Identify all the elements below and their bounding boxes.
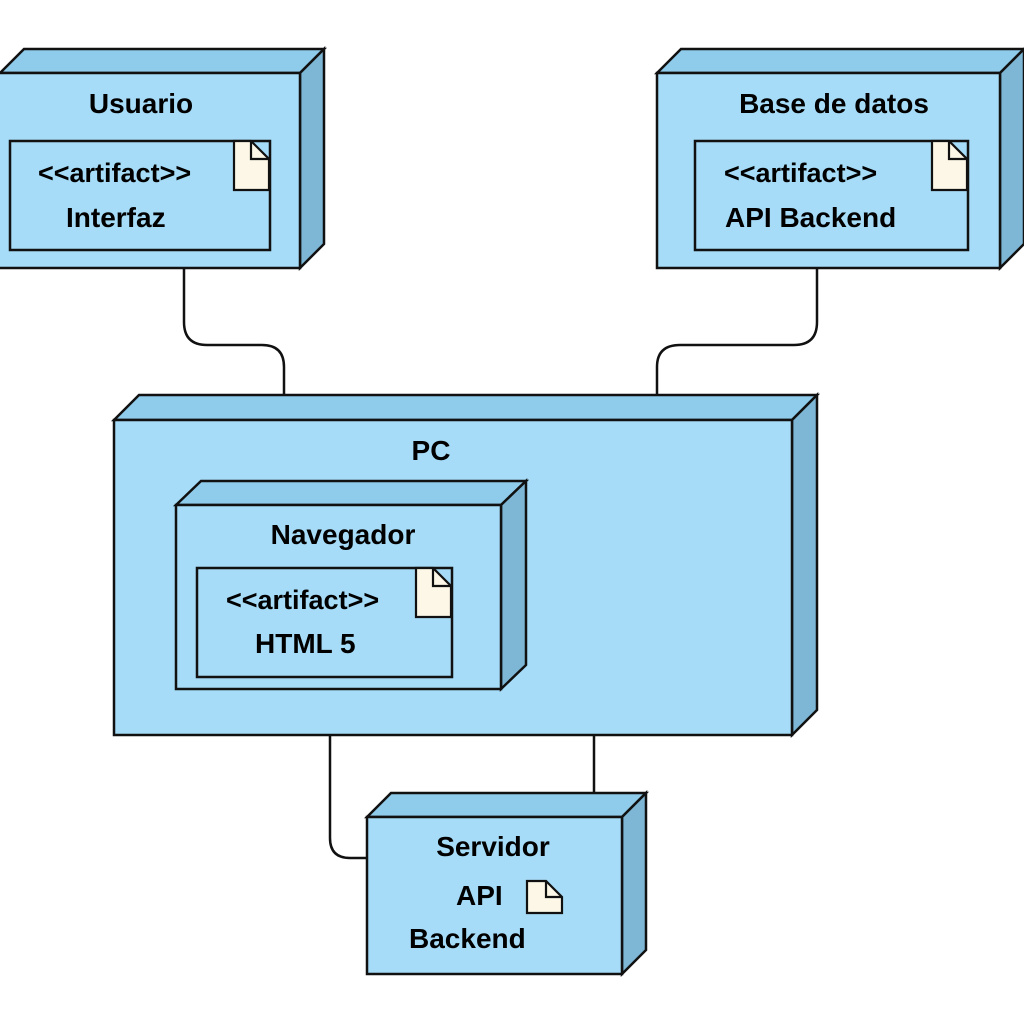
connector-basededatos-pc <box>655 268 819 395</box>
artifact-api-backend-db[interactable]: <<artifact>> API Backend <box>693 139 970 252</box>
artifact-html5[interactable]: <<artifact>> HTML 5 <box>195 566 454 679</box>
artifact-html5-box <box>195 566 454 679</box>
node-navegador-title: Navegador <box>271 519 416 550</box>
node-base-de-datos-top <box>653 47 1024 75</box>
document-icon <box>930 139 969 192</box>
artifact-servidor-line1: API <box>456 880 503 911</box>
node-navegador-top <box>172 479 530 507</box>
document-icon <box>232 139 271 192</box>
node-servidor-front <box>365 815 624 976</box>
artifact-html5-name: HTML 5 <box>255 628 356 659</box>
artifact-api-backend-db-name: API Backend <box>725 202 896 233</box>
node-base-de-datos-title: Base de datos <box>739 88 929 119</box>
node-pc-top <box>110 393 821 422</box>
node-navegador-side <box>499 478 528 692</box>
node-servidor[interactable]: Servidor API Backend <box>363 789 650 978</box>
connector-pc-servidor-left <box>328 735 367 860</box>
artifact-servidor-line2: Backend <box>409 923 526 954</box>
artifact-api-backend-db-stereotype: <<artifact>> <box>724 158 877 188</box>
node-base-de-datos[interactable]: Base de datos <<artifact>> API Backend <box>653 47 1024 272</box>
node-usuario-title: Usuario <box>89 88 193 119</box>
artifact-interfaz-stereotype: <<artifact>> <box>38 158 191 188</box>
node-servidor-top <box>363 791 650 819</box>
node-usuario-side <box>298 45 326 272</box>
artifact-interfaz-box <box>8 139 272 252</box>
node-pc-title: PC <box>412 435 451 466</box>
artifact-api-backend-servidor[interactable]: API Backend <box>409 879 564 954</box>
node-usuario-top <box>0 47 328 75</box>
node-navegador[interactable]: Navegador <<artifact>> HTML 5 <box>172 478 530 692</box>
node-servidor-side <box>620 789 648 978</box>
artifact-interfaz[interactable]: <<artifact>> Interfaz <box>8 139 272 252</box>
document-icon <box>414 566 453 619</box>
node-servidor-title: Servidor <box>436 831 550 862</box>
node-base-de-datos-side <box>998 47 1024 272</box>
node-usuario[interactable]: Usuario <<artifact>> Interfaz <box>0 45 328 272</box>
artifact-api-backend-db-box <box>693 139 970 252</box>
node-pc-side <box>790 391 819 739</box>
document-icon <box>525 879 564 915</box>
connector-usuario-pc <box>182 268 286 395</box>
artifact-interfaz-name: Interfaz <box>66 202 166 233</box>
node-pc[interactable]: PC Navegador <<artifact>> HTML 5 <box>110 391 821 739</box>
artifact-html5-stereotype: <<artifact>> <box>226 585 379 615</box>
